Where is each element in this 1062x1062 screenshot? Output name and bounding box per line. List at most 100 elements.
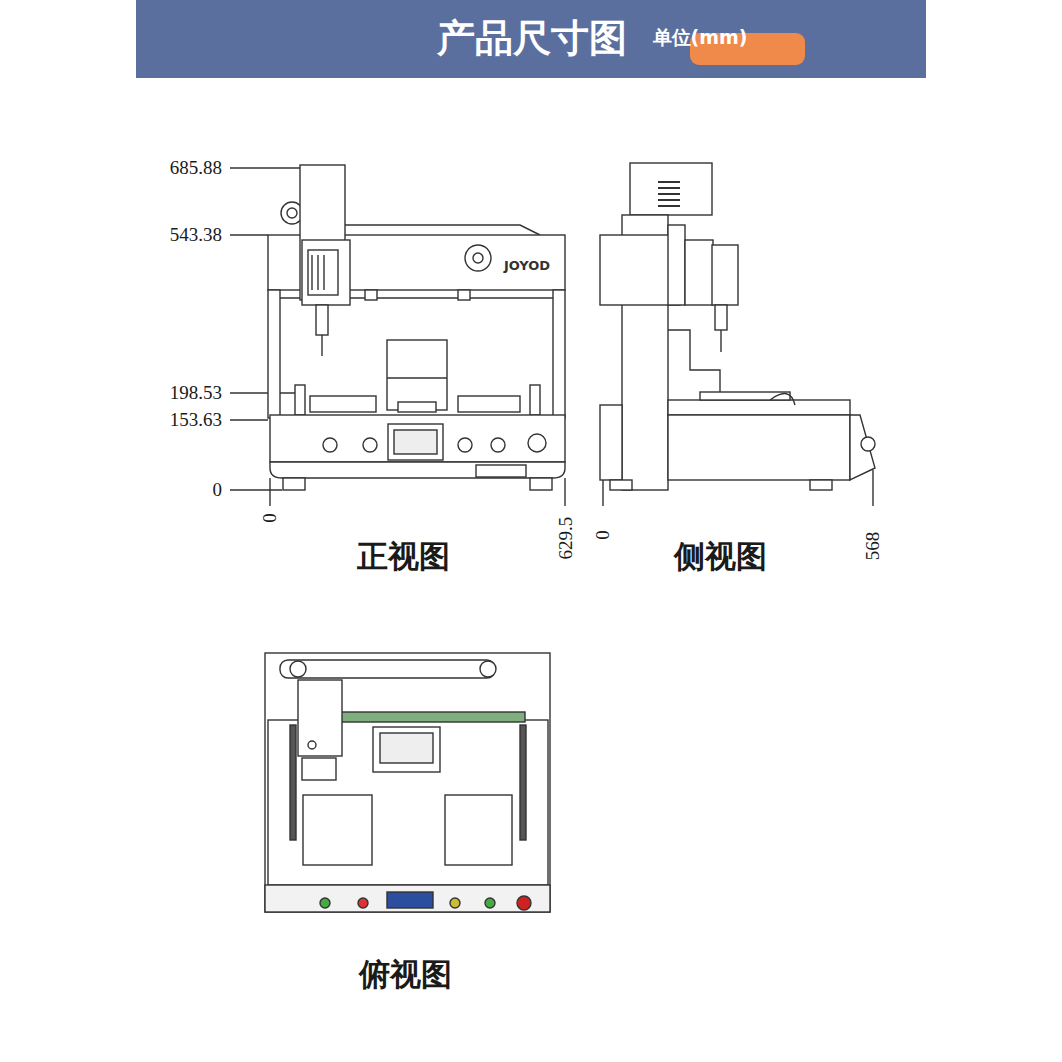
- screw-motor: [302, 240, 350, 305]
- button: [450, 898, 460, 908]
- front-view: [311, 255, 312, 290]
- logo-gear: [465, 245, 491, 271]
- post: [530, 385, 540, 415]
- view-caption: 正视图: [357, 539, 450, 573]
- leader-line: [230, 489, 282, 490]
- side-view: [658, 193, 680, 195]
- rail: [290, 725, 296, 840]
- button: [323, 438, 337, 452]
- spindle-holder: [302, 758, 336, 780]
- front-view: [230, 165, 565, 506]
- spindle: [316, 305, 328, 335]
- block: [458, 290, 470, 300]
- knob: [861, 437, 875, 451]
- leader-line: [230, 234, 268, 235]
- screen: [388, 424, 443, 460]
- leader-line: [602, 478, 603, 506]
- frame-post: [268, 290, 280, 418]
- top-view: [265, 653, 550, 912]
- top-view: [380, 733, 433, 763]
- side-view: [685, 240, 713, 305]
- dimension-value: 0: [260, 513, 281, 523]
- side-view: [668, 330, 720, 400]
- title-band: 产品尺寸图 单位(mm): [136, 0, 926, 78]
- dimension-value: 153.63: [170, 410, 222, 431]
- title-text: 产品尺寸图: [437, 17, 627, 61]
- block: [365, 290, 377, 300]
- round-part: [480, 661, 496, 677]
- side-view: [668, 225, 685, 305]
- button: [458, 438, 472, 452]
- cable: [345, 225, 540, 235]
- foot: [610, 480, 632, 490]
- unit-badge: 单位(mm): [690, 33, 805, 65]
- frame-post: [553, 290, 565, 418]
- foot: [530, 478, 552, 490]
- dimension-value: 568: [863, 532, 884, 561]
- leader-line: [269, 478, 270, 506]
- front-view: [398, 402, 436, 412]
- fixture: [303, 795, 372, 865]
- view-caption: 侧视图: [674, 539, 767, 573]
- front-view: [394, 430, 437, 454]
- logo-gear: [473, 253, 483, 263]
- gantry-beam: [340, 712, 525, 722]
- control-panel: [270, 415, 565, 462]
- side-view: [658, 199, 680, 201]
- side-view: [658, 182, 680, 206]
- screw-bit: [321, 335, 322, 356]
- button: [358, 898, 368, 908]
- fixture: [445, 795, 512, 865]
- button: [363, 438, 377, 452]
- dimension-value: 685.88: [170, 158, 222, 179]
- round-part: [290, 661, 306, 677]
- leader-line: [230, 419, 268, 420]
- base: [668, 415, 850, 480]
- base: [600, 405, 622, 480]
- view-caption: 俯视图: [359, 957, 452, 991]
- front-view: [323, 255, 324, 290]
- head: [630, 163, 712, 215]
- side-view: [658, 187, 680, 189]
- front-view: [387, 377, 447, 378]
- center-tower: [373, 727, 440, 772]
- button: [517, 896, 531, 910]
- fixture: [458, 396, 520, 412]
- dimension-value: 0: [213, 480, 223, 501]
- button: [491, 438, 505, 452]
- ports: [476, 465, 526, 477]
- button: [320, 898, 330, 908]
- dimension-value: 543.38: [170, 225, 222, 246]
- button: [528, 434, 546, 452]
- leader-line: [872, 470, 873, 506]
- dimension-value: 629.5: [556, 517, 577, 560]
- dimension-value: 198.53: [170, 383, 222, 404]
- dimension-value: 0: [593, 530, 614, 540]
- rail: [280, 660, 495, 678]
- housing: [265, 653, 550, 912]
- side-view: [658, 205, 680, 207]
- screen: [387, 892, 433, 908]
- leader-line: [564, 478, 565, 506]
- round-part: [308, 741, 316, 749]
- side-view: [600, 163, 875, 506]
- front-panel: [850, 415, 875, 480]
- rail: [520, 725, 526, 840]
- spindle: [715, 305, 727, 330]
- front-view: [317, 255, 318, 290]
- center-tower: [387, 340, 447, 410]
- motor-detail: [308, 250, 338, 295]
- foot: [283, 478, 305, 490]
- table: [668, 400, 850, 415]
- side-view: [658, 181, 680, 183]
- gantry-head: [298, 680, 342, 756]
- leader-line: [230, 392, 300, 393]
- screw-bit: [720, 330, 721, 352]
- post: [295, 385, 305, 415]
- foot: [810, 480, 832, 490]
- z-axis: [712, 245, 738, 305]
- leader-line: [230, 167, 300, 168]
- button: [485, 898, 495, 908]
- control-panel: [265, 885, 550, 912]
